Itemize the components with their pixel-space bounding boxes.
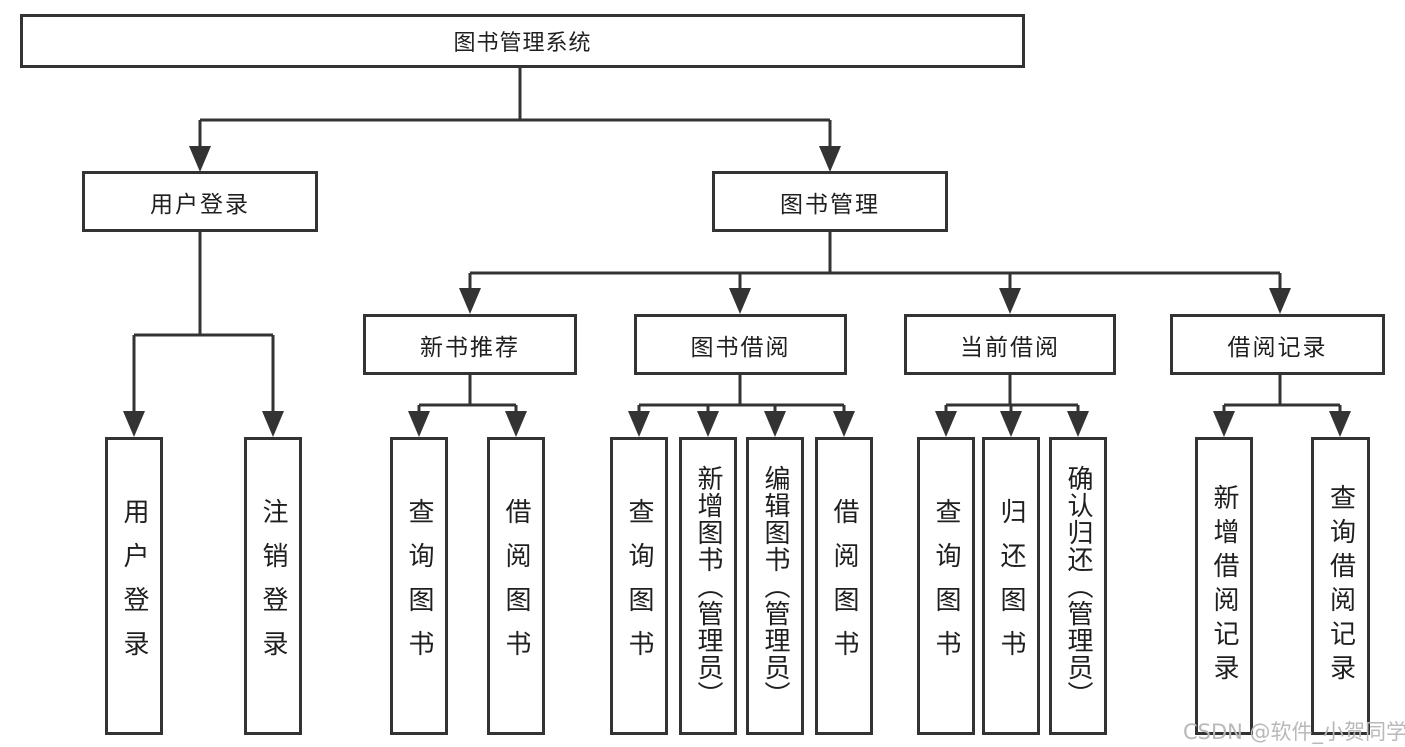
leaf-query-books-recommend: 查询图书	[390, 437, 448, 735]
leaf-query-books-recommend-label: 查询图书	[404, 498, 434, 674]
leaf-logout-label: 注销登录	[258, 498, 288, 674]
node-current-borrow-label: 当前借阅	[960, 334, 1060, 361]
leaf-confirm-return-admin-label: 确认归还（管理员）	[1063, 464, 1093, 708]
leaf-logout: 注销登录	[244, 437, 302, 735]
leaf-borrow-books: 借阅图书	[815, 437, 873, 735]
node-book-borrow-label: 图书借阅	[690, 334, 791, 361]
connector-paths	[132, 68, 1342, 413]
arrow-down-icon	[935, 411, 957, 437]
leaf-borrow-books-recommend-label: 借阅图书	[501, 498, 531, 674]
arrow-down-icon	[1329, 411, 1351, 437]
arrow-down-icon	[189, 146, 211, 172]
node-user-login-label: 用户登录	[150, 191, 250, 218]
node-root-label: 图书管理系统	[453, 31, 592, 56]
leaf-query-books-current: 查询图书	[917, 437, 975, 735]
arrow-down-icon	[408, 411, 430, 437]
leaf-return-books: 归还图书	[982, 437, 1040, 735]
arrow-down-icon	[833, 411, 855, 437]
arrow-down-icon	[1067, 411, 1089, 437]
leaf-add-books-admin: 新增图书（管理员）	[679, 437, 737, 735]
arrow-down-icon	[123, 411, 145, 437]
arrow-down-icon	[764, 411, 786, 437]
leaf-edit-books-admin: 编辑图书（管理员）	[746, 437, 804, 735]
leaf-user-login-label: 用户登录	[119, 498, 149, 674]
leaf-add-borrow-record: 新增借阅记录	[1195, 437, 1253, 735]
arrow-down-icon	[729, 288, 751, 314]
node-user-login: 用户登录	[82, 171, 318, 232]
node-new-book-recommend: 新书推荐	[363, 314, 577, 375]
arrow-down-icon	[505, 411, 527, 437]
leaf-query-borrow-record-label: 查询借阅记录	[1325, 484, 1356, 688]
arrow-down-icon	[628, 411, 650, 437]
leaf-query-books-current-label: 查询图书	[931, 498, 961, 674]
leaf-add-borrow-record-label: 新增借阅记录	[1209, 484, 1239, 688]
arrow-down-icon	[262, 411, 284, 437]
arrow-down-icon	[819, 146, 841, 172]
arrow-down-icon	[459, 288, 481, 314]
leaf-query-books-borrow: 查询图书	[610, 437, 668, 735]
leaf-user-login: 用户登录	[105, 437, 163, 735]
arrow-down-icon	[1213, 411, 1235, 437]
node-borrow-records: 借阅记录	[1170, 314, 1385, 375]
leaf-borrow-books-label: 借阅图书	[829, 498, 859, 674]
leaf-query-books-borrow-label: 查询图书	[624, 498, 654, 674]
leaf-return-books-label: 归还图书	[996, 498, 1026, 674]
node-book-management-label: 图书管理	[780, 191, 880, 218]
node-book-borrow: 图书借阅	[634, 314, 847, 375]
node-current-borrow: 当前借阅	[904, 314, 1116, 375]
leaf-query-borrow-record: 查询借阅记录	[1311, 437, 1370, 735]
node-book-management: 图书管理	[712, 171, 948, 232]
arrow-down-icon	[697, 411, 719, 437]
leaf-borrow-books-recommend: 借阅图书	[487, 437, 545, 735]
csdn-watermark: CSDN @软件_小贺同学	[1183, 720, 1405, 744]
arrow-down-icon	[999, 288, 1021, 314]
arrowheads	[123, 146, 1351, 437]
arrow-down-icon	[1000, 411, 1022, 437]
node-new-book-recommend-label: 新书推荐	[420, 334, 520, 361]
node-borrow-records-label: 借阅记录	[1227, 334, 1328, 361]
node-root: 图书管理系统	[20, 14, 1025, 68]
arrow-down-icon	[1269, 288, 1291, 314]
leaf-edit-books-admin-label: 编辑图书（管理员）	[760, 464, 790, 708]
leaf-confirm-return-admin: 确认归还（管理员）	[1049, 437, 1107, 735]
leaf-add-books-admin-label: 新增图书（管理员）	[693, 464, 723, 708]
